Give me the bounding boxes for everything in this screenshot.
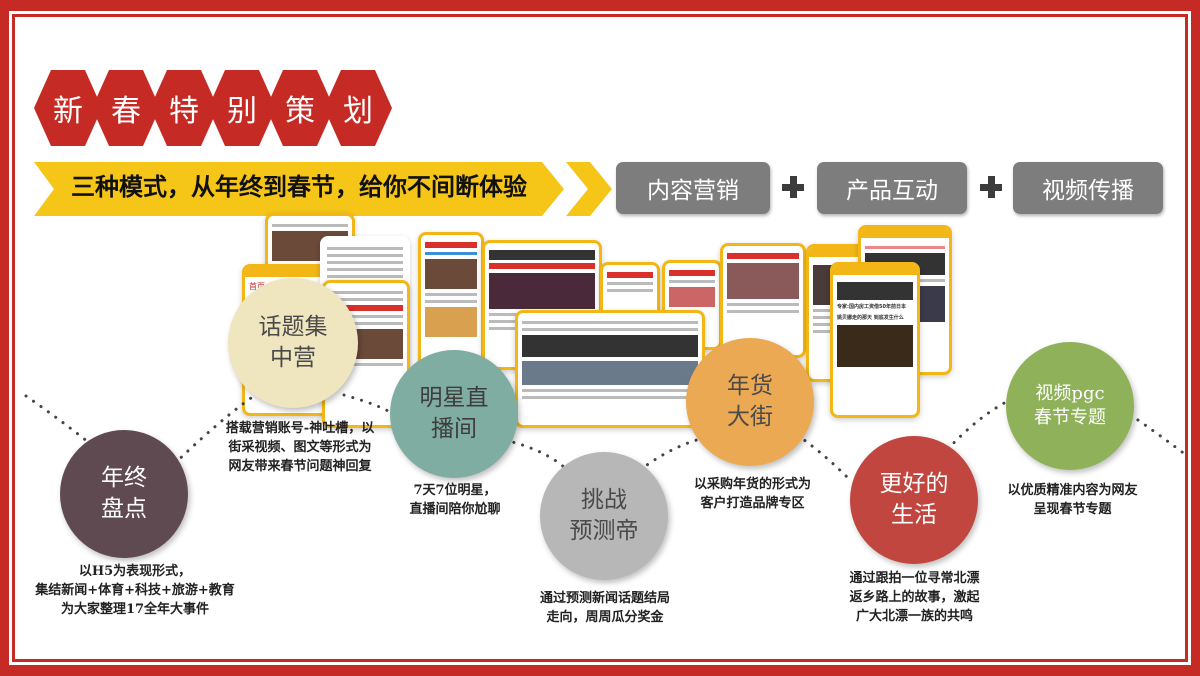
topic-desc-video-pgc: 以优质精准内容为网友 呈现春节专题 [995,482,1150,520]
plus-icon [980,176,1002,198]
mode-label: 产品互动 [846,178,938,204]
title-hexagons: 新 春 特 别 策 划 [34,70,392,146]
topic-desc-prediction: 通过预测新闻话题结局 走向，周周瓜分奖金 [525,590,685,628]
desc-line: 街采视频、图文等形式为 [228,439,372,455]
topic-title: 生活 [891,502,937,528]
topic-desc-year-end: 以H5为表现形式， 集结新闻+体育+科技+旅游+教育 为大家整理17全年大事件 [20,563,250,620]
desc-line: 以H5为表现形式， [78,564,192,579]
desc-line: 通过预测新闻话题结局 [539,591,670,606]
topic-celebrity-live: 明星直播间 [390,350,518,478]
title-char: 新 [53,94,83,129]
topic-title: 挑战 [581,486,627,513]
topic-better-life: 更好的生活 [850,436,978,564]
title-char: 特 [169,94,199,129]
title-char: 别 [227,94,257,129]
mode-video-distribution: 视频传播 [1013,162,1163,214]
topic-desc-better-life: 通过跟拍一位寻常北漂 返乡路上的故事，激起 广大北漂一族的共鸣 [832,570,997,627]
desc-line: 广大北漂一族的共鸣 [855,608,973,624]
mode-label: 内容营销 [647,178,739,204]
screenshot-mobile-news-headlines: 专家:国内房工资借50年前日本 姚贝娜走的那天 到底发生什么 [830,262,920,418]
topic-title: 大街 [727,404,773,430]
desc-line: 以采购年货的形式为 [693,477,811,492]
desc-line: 通过跟拍一位寻常北漂 [849,571,980,586]
headline-text: 专家:国内房工资借50年前日本 [837,304,906,310]
topic-video-pgc: 视频pgc 春节专题 [1006,342,1134,470]
topic-year-end-review: 年终盘点 [60,430,188,558]
desc-line: 以优质精准内容为网友 [1007,483,1138,498]
topic-title: 年终 [101,464,147,491]
topic-title: 话题集 [258,313,328,340]
mode-label: 视频传播 [1042,178,1134,204]
title-hex-5: 策 [266,70,334,146]
desc-line: 走向，周周瓜分奖金 [546,609,664,625]
desc-line: 搭载营销账号-神吐槽，以 [225,421,375,436]
mode-product-interaction: 产品互动 [817,162,967,214]
title-char: 春 [111,94,141,129]
tab-label: 首页 [249,282,265,291]
topic-desc-celebrity-live: 7天7位明星， 直播间陪你尬聊 [390,482,520,520]
topic-title: 春节专题 [1034,407,1106,428]
topic-prediction-challenge: 挑战预测帝 [540,452,668,580]
topic-title: 年货 [727,372,773,399]
topic-desc-hot-topics: 搭载营销账号-神吐槽，以 街采视频、图文等形式为 网友带来春节问题神回复 [210,420,390,477]
desc-line: 返乡路上的故事，激起 [849,589,980,605]
desc-line: 呈现春节专题 [1033,501,1112,517]
topic-title: 播间 [431,416,477,442]
title-hex-6: 划 [324,70,392,146]
desc-line: 7天7位明星， [413,483,497,498]
topic-title: 预测帝 [569,518,639,544]
desc-line: 客户打造品牌专区 [700,495,805,511]
desc-line: 直播间陪你尬聊 [409,501,501,517]
topic-title: 视频pgc [1035,382,1105,404]
title-hex-4: 别 [208,70,276,146]
desc-line: 为大家整理17全年大事件 [60,601,210,617]
slide-border [12,14,1188,662]
title-hex-3: 特 [150,70,218,146]
mode-content-marketing: 内容营销 [616,162,770,214]
desc-line: 集结新闻+体育+科技+旅游+教育 [35,582,235,598]
tagline-banner: 三种模式，从年终到春节，给你不间断体验 [34,162,564,216]
tagline-text: 三种模式，从年终到春节，给你不间断体验 [71,172,527,201]
title-char: 策 [285,94,315,129]
chevron-arrow-icon [566,162,612,216]
topic-desc-new-year-market: 以采购年货的形式为 客户打造品牌专区 [680,476,825,514]
topic-title: 中营 [270,345,316,371]
topic-new-year-market: 年货大街 [686,338,814,466]
title-hex-2: 春 [92,70,160,146]
title-hex-1: 新 [34,70,102,146]
title-char: 划 [343,94,373,129]
topic-title: 盘点 [101,496,147,522]
plus-icon [782,176,804,198]
topic-title: 明星直 [419,384,489,411]
topic-hot-topics: 话题集中营 [228,278,358,408]
headline-text: 姚贝娜走的那天 到底发生什么 [837,315,904,321]
topic-title: 更好的 [879,470,949,497]
desc-line: 网友带来春节问题神回复 [228,458,372,474]
